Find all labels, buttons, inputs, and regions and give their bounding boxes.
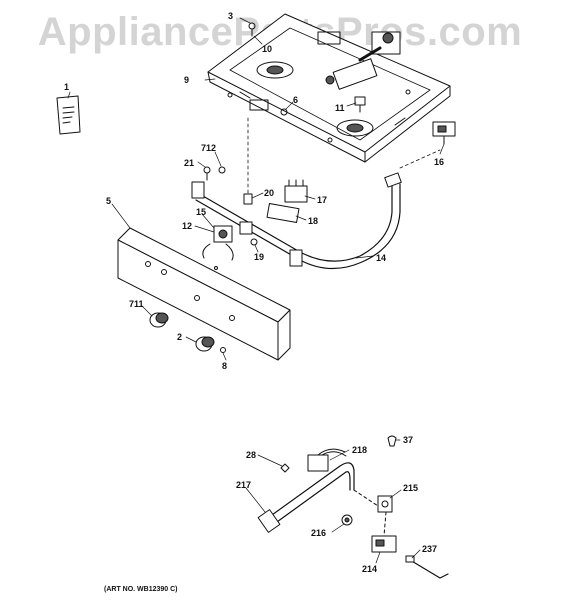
- callout-label: 10: [262, 44, 273, 54]
- callout-label: 237: [422, 544, 438, 554]
- bracket-11-part: [354, 96, 366, 113]
- callout-label: 12: [182, 221, 193, 231]
- screw-3-part: [248, 22, 256, 37]
- valve-12-15-part: [202, 221, 253, 261]
- callout-label: 214: [362, 564, 378, 574]
- callout-label: 8: [222, 361, 228, 371]
- callout-label: 21: [184, 158, 195, 168]
- leader-lines: [67, 17, 445, 564]
- screw-8-part: [220, 347, 226, 353]
- lower-assembly: [257, 435, 449, 579]
- callout-label: 19: [254, 252, 265, 262]
- valve-assembly-part: [325, 31, 401, 90]
- callout-label: 15: [196, 207, 207, 217]
- callout-label: 1: [64, 82, 70, 92]
- callout-label: 217: [236, 480, 252, 490]
- screw-19-part: [250, 238, 258, 246]
- callout-label: 711: [129, 299, 144, 309]
- alignment-lines: [247, 117, 441, 196]
- manifold-14-part: [191, 172, 402, 270]
- burner-box-part: [207, 13, 451, 163]
- callout-label: 9: [184, 75, 190, 85]
- callout-label: 5: [106, 196, 112, 206]
- callout-label: 18: [308, 216, 319, 226]
- callout-label: 6: [293, 95, 299, 105]
- knob-711-part: [149, 312, 169, 328]
- callout-label: 37: [403, 435, 414, 445]
- control-panel-5-part: [117, 227, 291, 361]
- callout-label: 28: [246, 450, 257, 460]
- module-17-18-part: [266, 179, 308, 223]
- callout-label: 712: [201, 143, 217, 153]
- callout-label: 3: [228, 11, 234, 21]
- knob-2-part: [195, 336, 215, 352]
- callout-label: 215: [403, 483, 419, 493]
- callout-label: 2: [177, 332, 183, 342]
- callout-label: 20: [264, 188, 275, 198]
- callout-label: 218: [352, 445, 368, 455]
- callout-label: 216: [311, 528, 327, 538]
- callout-label: 16: [434, 157, 445, 167]
- callout-label: 17: [317, 195, 328, 205]
- literature-part: [56, 95, 81, 135]
- art-number: (ART NO. WB12390 C): [104, 586, 178, 593]
- fasteners-712-21: [203, 166, 226, 181]
- orifice-20-part: [243, 193, 253, 205]
- callout-label: 14: [376, 253, 387, 263]
- callout-label: 11: [335, 103, 345, 113]
- screw-6-part: [280, 108, 288, 116]
- switch-16-part: [432, 121, 456, 145]
